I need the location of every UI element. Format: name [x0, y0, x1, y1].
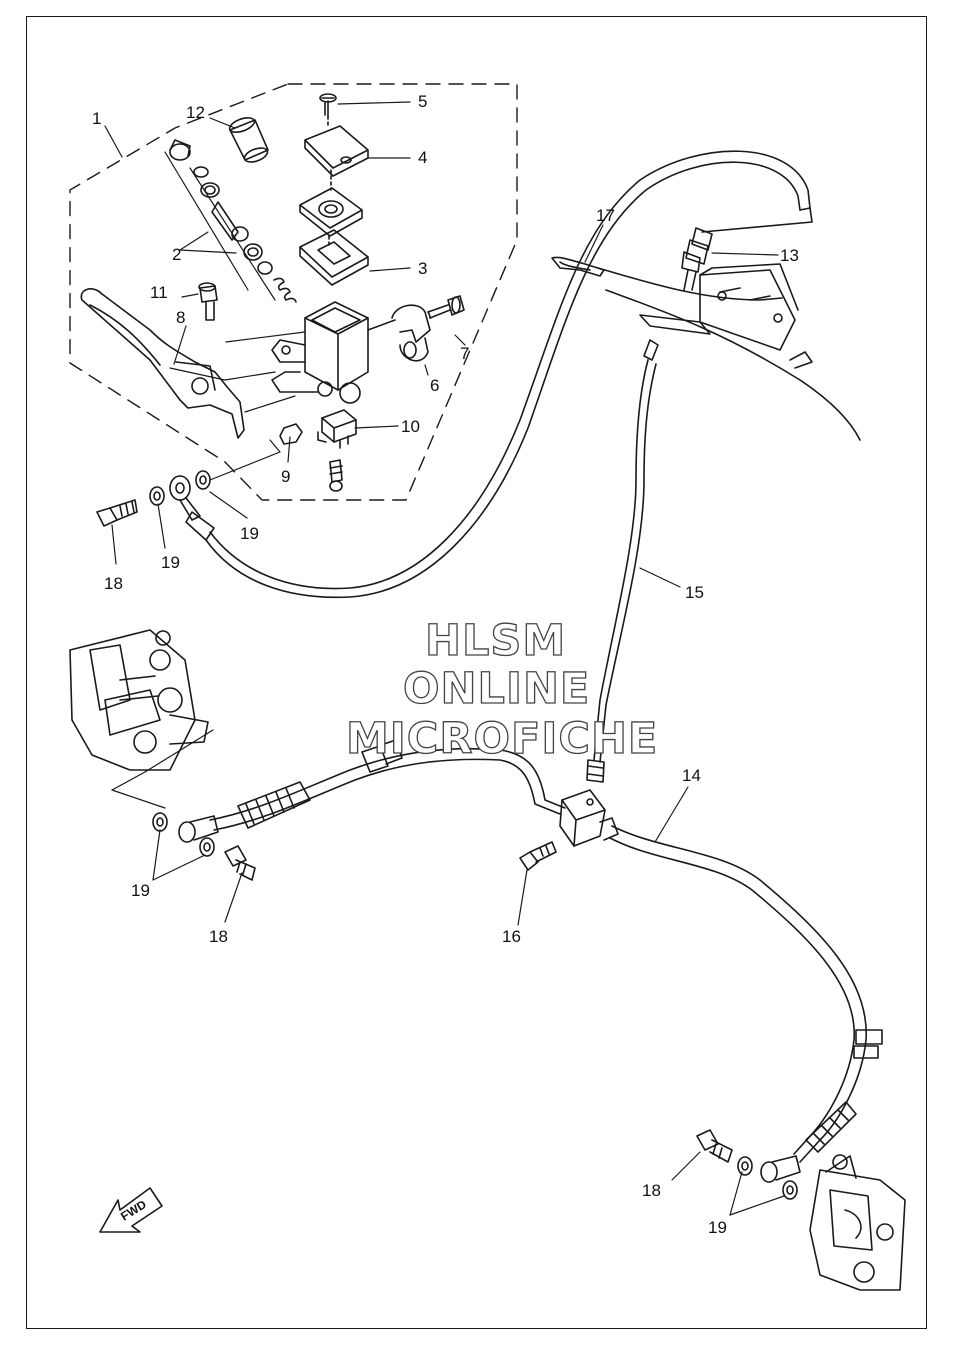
washer-19-b — [195, 470, 211, 490]
callout-4: 4 — [418, 148, 428, 167]
callout-18: 18 — [209, 927, 228, 946]
callout-3: 3 — [418, 259, 428, 278]
brake-hose-left — [209, 739, 566, 831]
piston-kit-2 — [164, 139, 297, 303]
reservoir-cap-4 — [304, 125, 369, 177]
callout-15: 15 — [685, 583, 704, 602]
callout-8: 8 — [176, 308, 186, 327]
watermark-line-1: HLSM — [424, 616, 567, 666]
banjo-bolt-18-upper — [96, 499, 138, 527]
brake-hose-upper — [209, 150, 811, 590]
callout-9: 9 — [281, 467, 291, 486]
callout-11: 11 — [150, 283, 168, 302]
clamp-bolt-7 — [427, 295, 465, 319]
callout-14: 14 — [682, 766, 701, 785]
banjo-fitting-left — [178, 815, 219, 843]
fwd-arrow-icon: FWD — [99, 1187, 163, 1233]
washer-19-f — [782, 1180, 798, 1200]
three-way-joint — [559, 789, 619, 847]
clamp-6 — [391, 304, 431, 362]
brake-hose-14 — [609, 825, 883, 1163]
boot-12 — [228, 117, 269, 163]
nut-9 — [279, 423, 303, 445]
caliper-left — [69, 629, 209, 771]
leader-lines — [104, 101, 785, 1216]
callout-5: 5 — [418, 92, 428, 111]
callout-19: 19 — [161, 553, 180, 572]
diaphragm-3 — [299, 229, 369, 286]
brake-switch-10 — [317, 409, 357, 492]
hose-clip-17 — [551, 256, 605, 277]
banjo-fitting-upper — [169, 475, 215, 541]
callout-17: 17 — [596, 206, 615, 225]
callout-12: 12 — [186, 103, 205, 122]
brake-lever-8 — [80, 288, 245, 439]
callout-16: 16 — [502, 927, 521, 946]
callout-18: 18 — [104, 574, 123, 593]
screw-5 — [319, 93, 337, 117]
assembly-boundary-dashed — [69, 83, 518, 501]
washer-19-e — [737, 1156, 753, 1176]
callout-19: 19 — [240, 524, 259, 543]
diaphragm-plate — [299, 187, 363, 237]
brake-hose-15 — [586, 339, 659, 783]
banjo-fitting-right — [760, 1155, 801, 1183]
callout-19: 19 — [131, 881, 150, 900]
callout-7: 7 — [460, 344, 470, 363]
washer-19-c — [152, 812, 168, 832]
junction-bracket-upper — [639, 263, 799, 351]
bolt-16 — [519, 841, 557, 871]
banjo-bolt-18-right — [696, 1129, 733, 1163]
callout-10: 10 — [401, 417, 420, 436]
callout-13: 13 — [780, 246, 799, 265]
caliper-right — [809, 1154, 906, 1291]
washer-19-d — [199, 837, 215, 857]
callout-1: 1 — [92, 109, 102, 128]
diagram-frame — [26, 16, 927, 1329]
callout-6: 6 — [430, 376, 440, 395]
watermark-line-3: MICROFICHE — [345, 714, 659, 764]
banjo-bolt-18-left — [224, 845, 256, 881]
washer-19-a — [149, 486, 165, 506]
callout-2: 2 — [172, 245, 182, 264]
master-cylinder-body — [271, 301, 396, 404]
pivot-bolt-11 — [198, 282, 218, 321]
callout-19: 19 — [708, 1218, 727, 1237]
callout-18: 18 — [642, 1181, 661, 1200]
handlebar-outline — [597, 267, 861, 441]
hose-fitting-13 — [681, 207, 813, 291]
watermark-line-2: ONLINE — [402, 664, 591, 714]
